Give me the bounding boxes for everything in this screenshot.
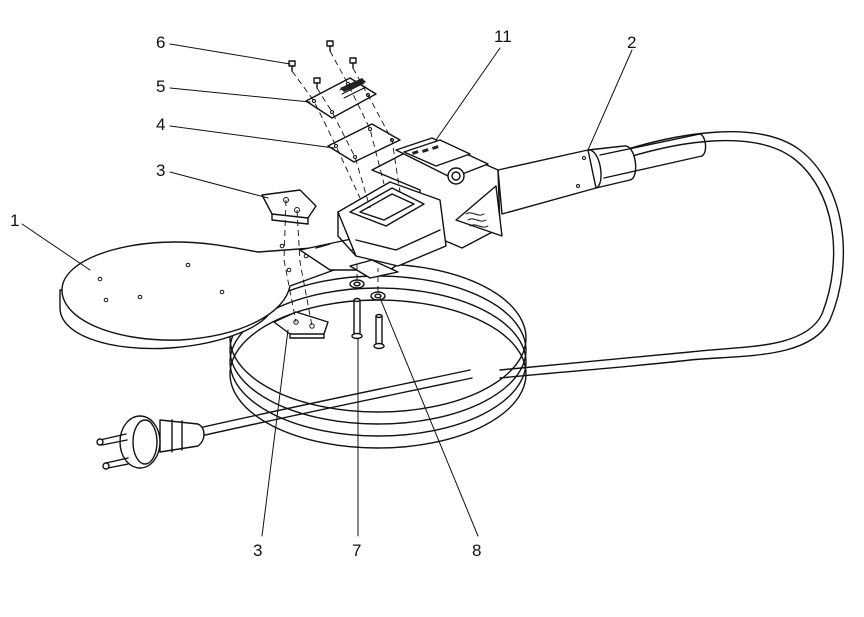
mains-plug bbox=[96, 415, 205, 470]
upper-bracket bbox=[261, 189, 317, 225]
callout-11: 11 bbox=[494, 27, 512, 46]
callout-1: 1 bbox=[10, 211, 19, 230]
callout-labels: 1 2 3 3 4 5 6 7 8 11 bbox=[10, 27, 636, 560]
handle-body bbox=[337, 133, 707, 267]
callout-6: 6 bbox=[156, 33, 165, 52]
leader-lines bbox=[21, 43, 633, 537]
callout-8: 8 bbox=[472, 541, 481, 560]
callout-5: 5 bbox=[156, 77, 165, 96]
lower-bracket bbox=[273, 311, 329, 339]
callout-3-upper: 3 bbox=[156, 161, 165, 180]
cover-plate-5 bbox=[305, 77, 377, 119]
callout-7: 7 bbox=[352, 541, 361, 560]
callout-2: 2 bbox=[627, 33, 636, 52]
assembly-lines bbox=[283, 50, 401, 327]
screws-6 bbox=[288, 40, 357, 89]
callout-4: 4 bbox=[156, 115, 165, 134]
cover-plate-4 bbox=[327, 123, 401, 163]
callout-3-lower: 3 bbox=[253, 541, 262, 560]
nuts-8 bbox=[349, 279, 386, 301]
bolts-7 bbox=[351, 297, 385, 350]
heating-plate bbox=[59, 241, 357, 350]
